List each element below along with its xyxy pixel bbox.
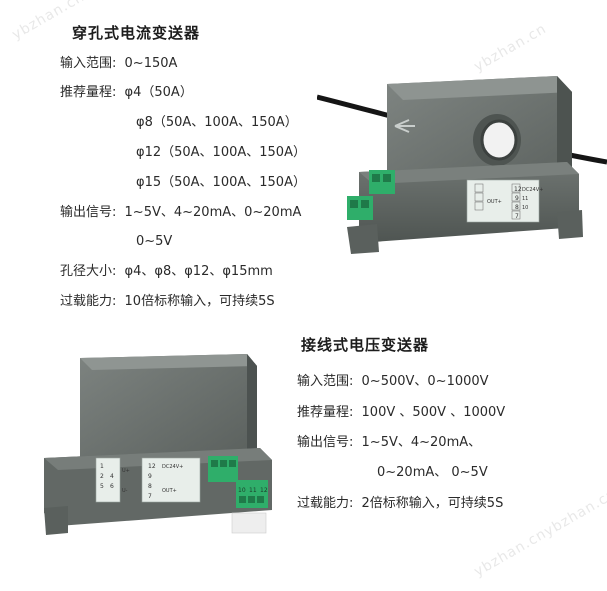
spec-row: 0~20mA、 0~5V xyxy=(377,465,488,481)
spec-label: 输出信号: xyxy=(297,435,354,450)
spec-row: 推荐量程: 100V 、500V 、1000V xyxy=(297,405,505,421)
spec-row: 过载能力: 2倍标称输入，可持续5S xyxy=(297,496,503,512)
spec-row: 0~5V xyxy=(136,234,172,250)
spec-row: φ8（50A、100A、150A） xyxy=(136,115,298,131)
pin-label: 11 xyxy=(522,196,528,202)
spec-label: 过载能力: xyxy=(297,496,354,511)
voltage-transmitter-image: 1 2 4 5 6 U+ U- 12 9 8 7 DC24V+ OUT+ 10 … xyxy=(44,354,272,535)
spec-value: φ12（50A、100A、150A） xyxy=(136,145,306,160)
spec-value: 0~20mA、 0~5V xyxy=(377,465,488,480)
spec-row: φ12（50A、100A、150A） xyxy=(136,145,306,161)
dc-label: DC24V+ xyxy=(522,187,543,193)
current-transmitter-title: 穿孔式电流变送器 xyxy=(72,24,201,42)
spec-row: 过载能力: 10倍标称输入，可持续5S xyxy=(60,294,275,310)
dc-label: DC24V+ xyxy=(162,464,183,470)
spec-row: 输入范围: 0~500V、0~1000V xyxy=(297,374,489,390)
pin-label: 1 xyxy=(100,463,104,470)
spec-value: 2倍标称输入，可持续5S xyxy=(361,496,504,511)
spec-row: 孔径大小: φ4、φ8、φ12、φ15mm xyxy=(60,264,273,280)
spec-label: 输入范围: xyxy=(60,56,117,71)
spec-label: 输入范围: xyxy=(297,374,354,389)
spec-value: 1~5V、4~20mA、 xyxy=(361,435,482,450)
pin-label: 9 xyxy=(515,195,519,202)
voltage-transmitter-title: 接线式电压变送器 xyxy=(301,336,430,354)
spec-row: 输出信号: 1~5V、4~20mA、0~20mA xyxy=(60,205,301,221)
spec-row: 推荐量程: φ4（50A） xyxy=(60,85,193,101)
spec-row: 输入范围: 0~150A xyxy=(60,56,177,72)
pin-label: 10 xyxy=(238,487,246,494)
spec-value: φ8（50A、100A、150A） xyxy=(136,115,298,130)
pin-label: 9 xyxy=(148,473,152,480)
pin-label: 7 xyxy=(515,213,519,220)
spec-value: 0~5V xyxy=(136,234,173,249)
spec-value: 1~5V、4~20mA、0~20mA xyxy=(124,205,302,220)
u-minus-label: U- xyxy=(122,488,128,494)
spec-label: 推荐量程: xyxy=(60,85,117,100)
spec-label: 过载能力: xyxy=(60,294,117,309)
spec-value: φ4、φ8、φ12、φ15mm xyxy=(124,264,273,279)
out-label: OUT+ xyxy=(162,488,177,494)
watermark: ybzhan.cn xyxy=(541,485,607,541)
pin-label: 11 xyxy=(249,487,257,494)
spec-value: 100V 、500V 、1000V xyxy=(361,405,506,420)
pin-label: 12 xyxy=(148,463,156,470)
spec-value: 10倍标称输入，可持续5S xyxy=(124,294,275,309)
spec-value: 0~150A xyxy=(124,56,178,71)
out-label: OUT+ xyxy=(487,199,502,205)
spec-row: φ15（50A、100A、150A） xyxy=(136,175,306,191)
pin-label: 10 xyxy=(522,205,528,211)
spec-value: φ15（50A、100A、150A） xyxy=(136,175,306,190)
pin-label: 6 xyxy=(110,483,114,490)
pin-label: 2 xyxy=(100,473,104,480)
spec-label: 推荐量程: xyxy=(297,405,354,420)
u-plus-label: U+ xyxy=(122,468,130,474)
current-transmitter-image: 12 9 8 7 DC24V+ 11 10 OUT+ xyxy=(317,76,607,254)
pin-label: 8 xyxy=(515,204,519,211)
arrow-left-icon xyxy=(394,119,415,133)
pin-label: 8 xyxy=(148,483,152,490)
spec-row: 输出信号: 1~5V、4~20mA、 xyxy=(297,435,481,451)
pin-label: 4 xyxy=(110,473,114,480)
pin-label: 5 xyxy=(100,483,104,490)
pin-label: 7 xyxy=(148,493,152,500)
spec-label: 输出信号: xyxy=(60,205,117,220)
spec-label: 孔径大小: xyxy=(60,264,117,279)
spec-value: 0~500V、0~1000V xyxy=(361,374,489,389)
spec-value: φ4（50A） xyxy=(124,85,193,100)
pin-label: 12 xyxy=(514,186,522,193)
watermark: ybzhan.cn xyxy=(471,525,550,581)
pin-label: 12 xyxy=(260,487,268,494)
